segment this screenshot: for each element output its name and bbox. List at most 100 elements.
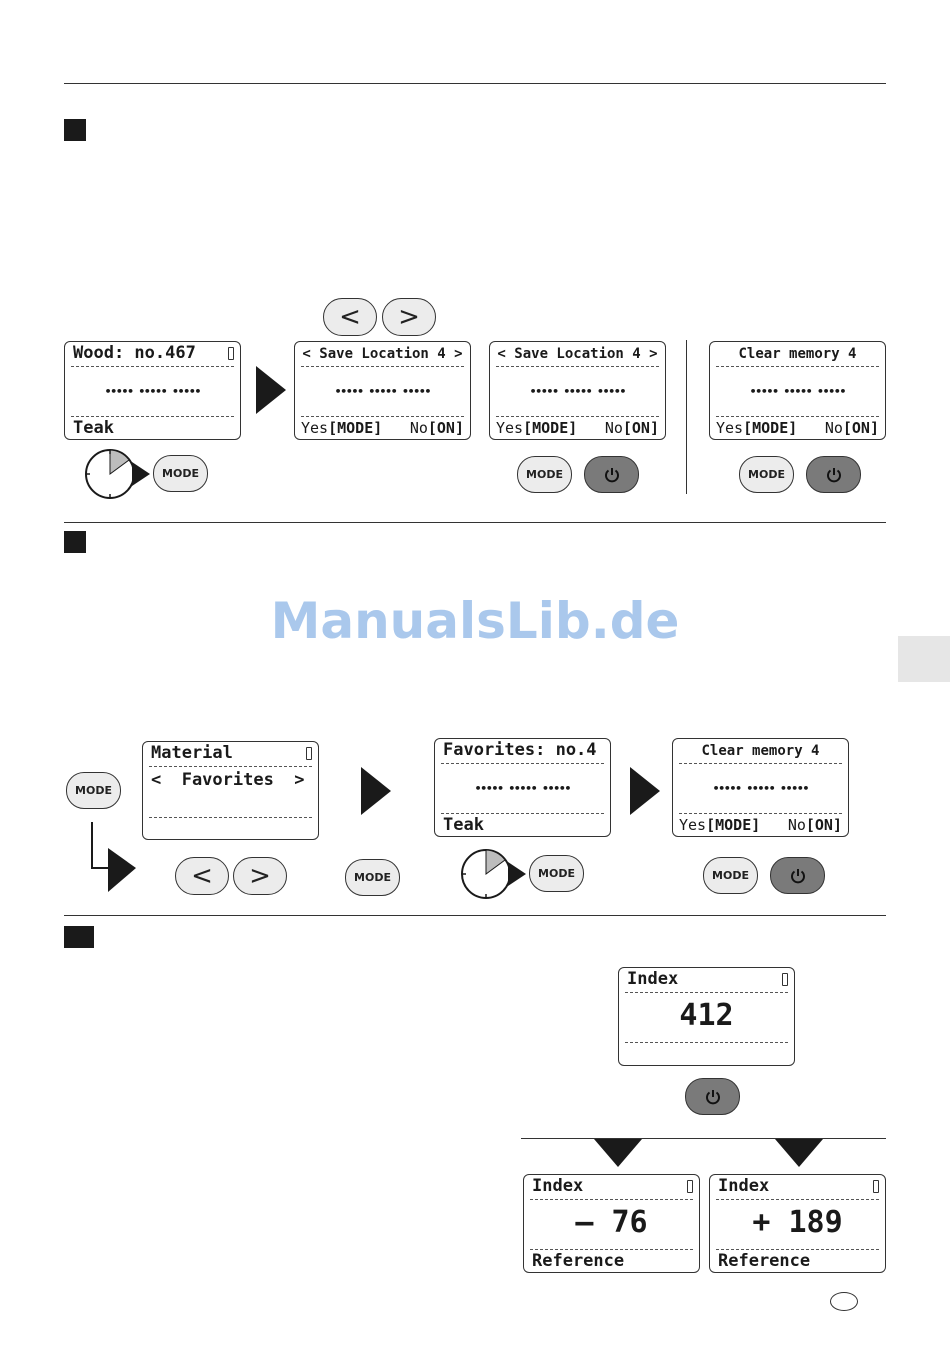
top-rule [64,83,886,84]
yes-key: [MODE] [743,419,798,437]
no-label: No [824,419,843,437]
yes-option: Yes[MODE] [496,419,577,437]
lcd-divider [301,416,464,417]
lcd-title: Clear memory 4 [701,743,820,759]
lcd-divider [530,1249,693,1250]
power-icon [790,868,805,883]
battery-icon [228,347,234,360]
yes-key: [MODE] [706,816,761,834]
lcd-value: – 76 [575,1205,648,1240]
lcd-divider [679,763,842,764]
watermark: ManualsLib.de [270,592,680,650]
no-key: [ON] [622,419,659,437]
lcd-divider [71,416,234,417]
lcd-divider [625,1042,788,1043]
lcd-favorites: Favorites: no.4 ••••• ••••• ••••• Teak [434,738,611,837]
lcd-dots: ••••• ••••• ••••• [712,782,810,795]
lcd-menu-line: < Favorites > [151,770,305,790]
lcd-divider [149,766,312,767]
no-label: No [409,419,428,437]
lcd-clear-memory: Clear memory 4 ••••• ••••• ••••• Yes[MOD… [709,341,886,440]
power-button[interactable] [584,456,639,493]
lcd-title: Wood: no.467 [73,343,196,363]
lcd-divider [716,416,879,417]
branch-rule [521,1138,886,1139]
no-option: No[ON] [410,419,464,437]
lcd-bottom: Reference [532,1251,625,1271]
lcd-divider [716,1249,879,1250]
branch-arrow-icon [594,1139,642,1167]
no-option: No[ON] [605,419,659,437]
lcd-save-location-a: < Save Location 4 > ••••• ••••• ••••• Ye… [294,341,471,440]
yes-label: Yes [716,419,744,437]
power-button[interactable] [806,456,861,493]
battery-icon [306,747,312,760]
lcd-divider [679,813,842,814]
no-label: No [787,816,806,834]
mode-button[interactable]: MODE [345,859,400,896]
lcd-divider [71,366,234,367]
mode-button[interactable]: MODE [517,456,572,493]
mode-button[interactable]: MODE [703,857,758,894]
yes-option: Yes[MODE] [301,419,382,437]
lcd-wood: Wood: no.467 ••••• ••••• ••••• Teak [64,341,241,440]
lcd-title: Index [532,1176,584,1196]
lcd-index-negative: Index – 76 Reference [523,1174,700,1273]
no-option: No[ON] [825,419,879,437]
lcd-index-positive: Index + 189 Reference [709,1174,886,1273]
lcd-divider [716,366,879,367]
section-rule-3 [64,915,886,916]
yes-label: Yes [679,816,707,834]
flow-arrow-icon [361,767,391,815]
lcd-title: Material [151,743,233,763]
yes-option: Yes[MODE] [679,816,760,834]
right-arrow-button[interactable]: > [233,857,287,895]
yes-key: [MODE] [328,419,383,437]
lcd-divider [530,1199,693,1200]
left-arrow-button[interactable]: < [175,857,229,895]
flow-arrow-icon [256,366,286,414]
yes-label: Yes [496,419,524,437]
yes-label: Yes [301,419,329,437]
lcd-save-location-b: < Save Location 4 > ••••• ••••• ••••• Ye… [489,341,666,440]
lcd-clear-memory-2: Clear memory 4 ••••• ••••• ••••• Yes[MOD… [672,738,849,837]
mode-button[interactable]: MODE [529,855,584,892]
section-marker-3 [64,926,94,948]
no-key: [ON] [805,816,842,834]
lcd-divider [625,992,788,993]
lcd-divider [496,366,659,367]
yes-option: Yes[MODE] [716,419,797,437]
lcd-index: Index 412 [618,967,795,1066]
mode-button[interactable]: MODE [153,455,208,492]
lcd-dots: ••••• ••••• ••••• [474,782,572,795]
no-key: [ON] [842,419,879,437]
right-arrow-button[interactable]: > [382,298,436,336]
no-label: No [604,419,623,437]
lcd-dots: ••••• ••••• ••••• [334,385,432,398]
lcd-title: Clear memory 4 [738,346,857,362]
section-marker-1 [64,119,86,141]
power-icon [826,467,841,482]
mode-button[interactable]: MODE [739,456,794,493]
lcd-title: Index [718,1176,770,1196]
mode-button[interactable]: MODE [66,772,121,809]
elbow-arrow-icon [91,822,136,892]
lcd-yes-no: Yes[MODE] No[ON] [716,419,879,437]
power-button[interactable] [770,857,825,894]
left-arrow-button[interactable]: < [323,298,377,336]
lcd-bottom: Teak [73,418,114,438]
lcd-value: + 189 [752,1205,843,1240]
clock-hold-icon [85,449,150,499]
lcd-material: Material < Favorites > [142,741,319,840]
lcd-yes-no: Yes[MODE] No[ON] [301,419,464,437]
power-button[interactable] [685,1078,740,1115]
lcd-divider [716,1199,879,1200]
lcd-title: Index [627,969,679,989]
battery-icon [687,1180,693,1193]
section-rule-2 [64,522,886,523]
lcd-dots: ••••• ••••• ••••• [529,385,627,398]
flow-arrow-icon [630,767,660,815]
lcd-yes-no: Yes[MODE] No[ON] [679,816,842,834]
no-key: [ON] [427,419,464,437]
country-badge [830,1292,858,1311]
